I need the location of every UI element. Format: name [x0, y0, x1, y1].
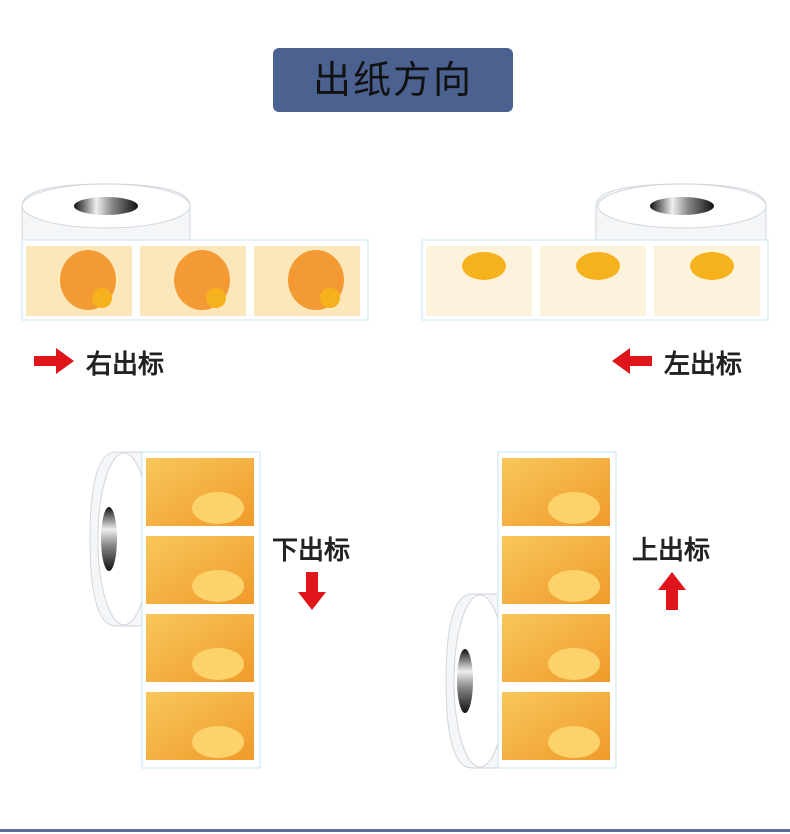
- page-title: 出纸方向: [273, 48, 513, 112]
- label-strip-right: [26, 246, 360, 316]
- roll-up-illustration: [445, 451, 617, 769]
- arrow-right-icon: [34, 348, 74, 374]
- label-strip-down: [146, 458, 254, 760]
- bottom-divider: [0, 829, 790, 832]
- arrow-down-icon: [298, 572, 326, 610]
- roll-top-right-illustration: [421, 183, 769, 321]
- label-strip-left: [426, 246, 760, 316]
- roll-down-illustration: [89, 451, 261, 769]
- label-strip-up: [502, 458, 610, 760]
- caption-right-exit: 右出标: [86, 350, 165, 380]
- arrow-left-icon: [612, 348, 652, 374]
- caption-up-exit: 上出标: [632, 536, 711, 566]
- caption-left-exit: 左出标: [664, 350, 743, 380]
- caption-down-exit: 下出标: [272, 536, 351, 566]
- arrow-up-icon: [658, 572, 686, 610]
- roll-top-left-illustration: [21, 183, 369, 321]
